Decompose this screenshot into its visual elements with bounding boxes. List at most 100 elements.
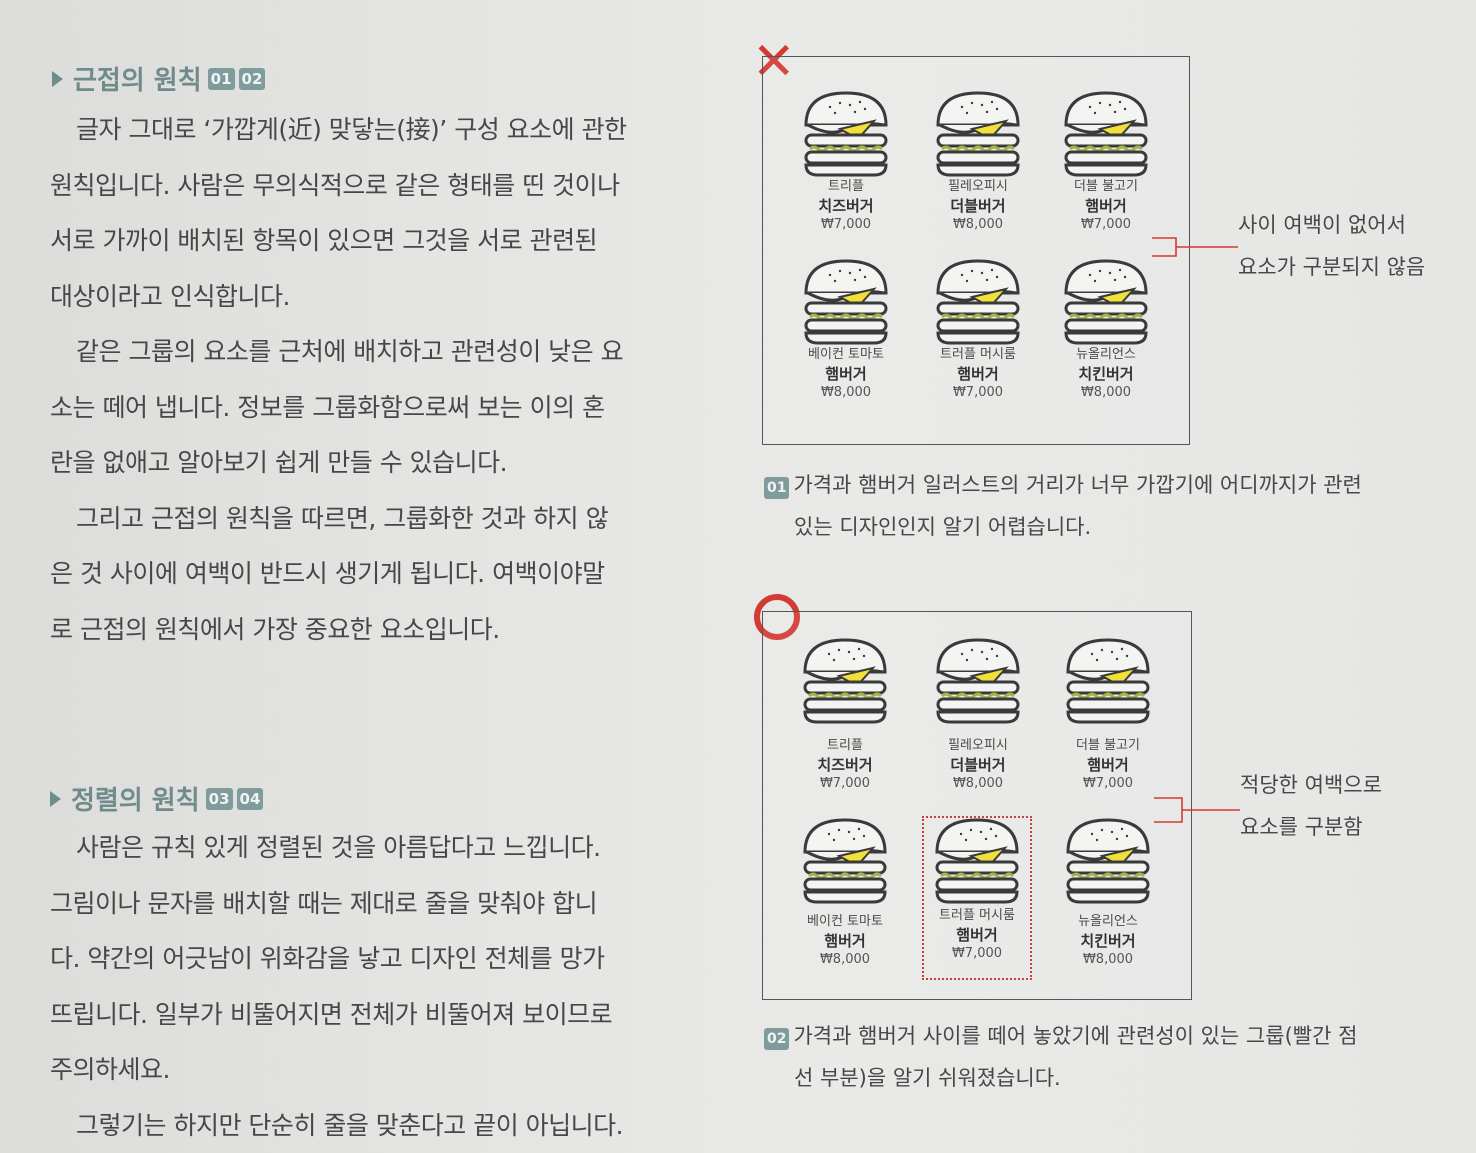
burger-icon (932, 632, 1024, 724)
section-heading-proximity: 근접의 원칙 01 02 (52, 60, 265, 97)
alignment-body: 사람은 규칙 있게 정렬된 것을 아름답다고 느낍니다. 그림이나 문자를 배치… (50, 820, 710, 1153)
menu-item: 뉴올리언스 치킨버거 ₩8,000 (1041, 253, 1171, 401)
bad-example-note: 사이 여백이 없어서 요소가 구분되지 않음 (1238, 204, 1425, 288)
menu-item-sub: 트러플 머시룸 (924, 908, 1030, 924)
menu-item-price: ₩8,000 (913, 217, 1043, 233)
menu-item-name: 햄버거 (1043, 754, 1173, 776)
caption-line: 가격과 햄버거 사이를 떼어 놓았기에 관련성이 있는 그룹(빨간 점 (793, 1024, 1357, 1048)
section-title: 정렬의 원칙 (71, 780, 200, 817)
figure-badge: 02 (239, 68, 266, 90)
figure-badge: 04 (237, 788, 264, 810)
text-line: 같은 그룹의 요소를 근처에 배치하고 관련성이 낮은 요 (50, 324, 710, 380)
burger-icon (931, 812, 1023, 904)
burger-icon (799, 632, 891, 724)
menu-item: 트리플 치즈버거 ₩7,000 (780, 632, 910, 792)
menu-item-name: 햄버거 (781, 363, 911, 385)
figure-badge: 03 (206, 788, 233, 810)
menu-item-name: 치즈버거 (780, 754, 910, 776)
text-line: 서로 가까이 배치된 항목이 있으면 그것을 서로 관련된 (50, 213, 710, 269)
menu-item-name: 더블버거 (913, 195, 1043, 217)
menu-item-sub: 베이컨 토마토 (781, 347, 911, 363)
triangle-bullet-icon (52, 71, 63, 87)
highlighted-menu-group: 트러플 머시룸 햄버거 ₩7,000 (924, 818, 1030, 978)
triangle-bullet-icon (50, 791, 61, 807)
menu-item-sub: 뉴올리언스 (1041, 347, 1171, 363)
proximity-body: 글자 그대로 ‘가깝게(近) 맞닿는(接)’ 구성 요소에 관한 원칙입니다. … (50, 102, 710, 657)
burger-icon (799, 812, 891, 904)
text-line: 뜨립니다. 일부가 비뚤어지면 전체가 비뚤어져 보이므로 (50, 987, 710, 1043)
menu-item: 필레오피시 더블버거 ₩8,000 (913, 85, 1043, 233)
menu-item-name: 치킨버거 (1041, 363, 1171, 385)
menu-item-name: 햄버거 (780, 930, 910, 952)
menu-item-price: ₩8,000 (780, 952, 910, 968)
text-line: 란을 없애고 알아보기 쉽게 만들 수 있습니다. (50, 435, 710, 491)
menu-item-price: ₩7,000 (781, 217, 911, 233)
menu-item-sub: 필레오피시 (913, 738, 1043, 754)
menu-item-sub: 더블 불고기 (1043, 738, 1173, 754)
menu-item-price: ₩7,000 (1043, 776, 1173, 792)
menu-item-sub: 뉴올리언스 (1043, 914, 1173, 930)
menu-item-sub: 더블 불고기 (1041, 179, 1171, 195)
menu-item-sub: 트러플 머시룸 (913, 347, 1043, 363)
menu-item: 베이컨 토마토 햄버거 ₩8,000 (780, 812, 910, 968)
caption-line: 가격과 햄버거 일러스트의 거리가 너무 가깝기에 어디까지가 관련 (793, 473, 1361, 497)
menu-item: 뉴올리언스 치킨버거 ₩8,000 (1043, 812, 1173, 968)
menu-item: 더블 불고기 햄버거 ₩7,000 (1041, 85, 1171, 233)
menu-item-name: 더블버거 (913, 754, 1043, 776)
menu-item-price: ₩8,000 (1041, 385, 1171, 401)
menu-item-sub: 트리플 (780, 738, 910, 754)
callout-bracket (1150, 234, 1240, 260)
menu-item-price: ₩7,000 (1041, 217, 1171, 233)
menu-item: 필레오피시 더블버거 ₩8,000 (913, 632, 1043, 792)
text-line: 사람은 규칙 있게 정렬된 것을 아름답다고 느낍니다. (50, 820, 710, 876)
text-line: 글자 그대로 ‘가깝게(近) 맞닿는(接)’ 구성 요소에 관한 (50, 102, 710, 158)
menu-item-price: ₩7,000 (924, 946, 1030, 962)
menu-item-price: ₩8,000 (1043, 952, 1173, 968)
caption-line: 선 부분)을 알기 쉬워졌습니다. (762, 1057, 1442, 1099)
burger-icon (1060, 85, 1152, 177)
callout-bracket (1152, 796, 1242, 826)
menu-item-name: 햄버거 (1041, 195, 1171, 217)
bad-example-panel: 트리플 치즈버거 ₩7,000 필레오피시 더블버거 ₩8,000 더블 불고기… (762, 56, 1190, 445)
note-line: 적당한 여백으로 (1240, 764, 1382, 806)
text-line: 은 것 사이에 여백이 반드시 생기게 됩니다. 여백이야말 (50, 546, 710, 602)
note-line: 요소가 구분되지 않음 (1238, 246, 1425, 288)
menu-item-name: 햄버거 (913, 363, 1043, 385)
burger-icon (932, 253, 1024, 345)
text-line: 로 근접의 원칙에서 가장 중요한 요소입니다. (50, 602, 710, 658)
menu-item-price: ₩7,000 (780, 776, 910, 792)
note-line: 사이 여백이 없어서 (1238, 204, 1425, 246)
burger-icon (800, 253, 892, 345)
caption-line: 있는 디자인인지 알기 어렵습니다. (762, 506, 1442, 548)
menu-item-sub: 트리플 (781, 179, 911, 195)
menu-item: 베이컨 토마토 햄버거 ₩8,000 (781, 253, 911, 401)
text-line: 대상이라고 인식합니다. (50, 269, 710, 325)
menu-item: 더블 불고기 햄버거 ₩7,000 (1043, 632, 1173, 792)
burger-icon (1062, 812, 1154, 904)
text-line: 그림이나 문자를 배치할 때는 제대로 줄을 맞춰야 합니 (50, 876, 710, 932)
burger-icon (1062, 632, 1154, 724)
menu-item-price: ₩8,000 (913, 776, 1043, 792)
section-title: 근접의 원칙 (73, 60, 202, 97)
good-example-panel: 트리플 치즈버거 ₩7,000 필레오피시 더블버거 ₩8,000 더블 불고기… (762, 611, 1192, 1000)
figure-badge: 01 (208, 68, 235, 90)
menu-item: 트러플 머시룸 햄버거 ₩7,000 (913, 253, 1043, 401)
text-line: 그렇기는 하지만 단순히 줄을 맞춘다고 끝이 아닙니다. (50, 1098, 710, 1153)
section-heading-alignment: 정렬의 원칙 03 04 (50, 780, 263, 817)
menu-item-sub: 베이컨 토마토 (780, 914, 910, 930)
note-line: 요소를 구분함 (1240, 806, 1382, 848)
menu-item: 트리플 치즈버거 ₩7,000 (781, 85, 911, 233)
good-example-note: 적당한 여백으로 요소를 구분함 (1240, 764, 1382, 848)
text-line: 다. 약간의 어긋남이 위화감을 낳고 디자인 전체를 망가 (50, 931, 710, 987)
text-line: 주의하세요. (50, 1042, 710, 1098)
menu-item-price: ₩8,000 (781, 385, 911, 401)
caption-badge: 02 (764, 1028, 789, 1050)
menu-item-price: ₩7,000 (913, 385, 1043, 401)
text-line: 그리고 근접의 원칙을 따르면, 그룹화한 것과 하지 않 (50, 491, 710, 547)
caption-badge: 01 (764, 477, 789, 499)
menu-item-name: 햄버거 (924, 924, 1030, 946)
burger-icon (1060, 253, 1152, 345)
burger-icon (932, 85, 1024, 177)
